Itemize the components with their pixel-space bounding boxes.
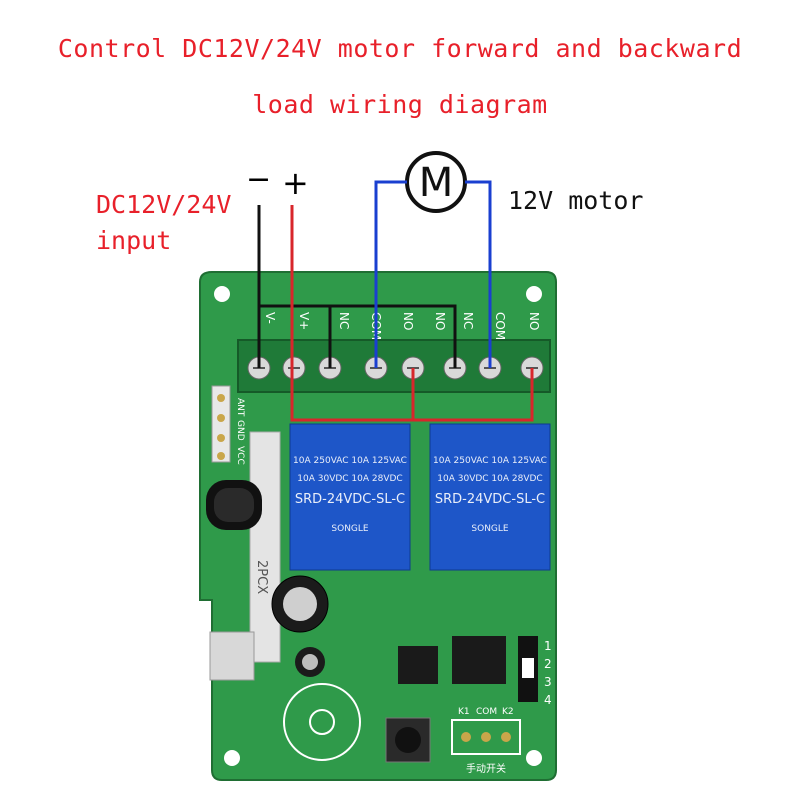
silkscreen-circle <box>283 683 361 761</box>
power-input-label: DC12V/24V <box>96 190 232 219</box>
relay-rating: 10A 30VDC 10A 28VDC <box>297 474 402 484</box>
jumper-number: 3 <box>544 675 552 689</box>
mount-hole <box>214 286 230 302</box>
terminal-label: NO <box>401 312 415 330</box>
terminal-block <box>237 339 551 393</box>
switch-label-k2: K2 <box>502 707 514 717</box>
header-label-gnd: GND <box>235 420 245 441</box>
relay-model: SRD-24VDC-SL-C <box>435 492 545 507</box>
terminal-label: NC <box>461 312 475 329</box>
jumper-number: 2 <box>544 657 552 671</box>
wire-black-bus <box>259 304 457 368</box>
power-input-label-2: input <box>96 226 172 255</box>
inductor <box>206 480 262 530</box>
wire-blue-right <box>465 180 492 368</box>
switch-label-k1: K1 <box>458 707 470 717</box>
relay-rating: 10A 250VAC 10A 125VAC <box>433 456 547 466</box>
board-mark: 2PCX <box>254 560 269 594</box>
relay-brand: SONGLE <box>331 524 369 534</box>
terminal-label: NC <box>337 312 351 329</box>
mount-hole <box>224 750 240 766</box>
mount-hole <box>526 750 542 766</box>
diagram-title-line1: Control DC12V/24V motor forward and back… <box>57 34 743 63</box>
negative-sign: − <box>246 162 272 197</box>
switch-caption: 手动开关 <box>466 762 506 775</box>
relay: 10A 250VAC 10A 125VAC 10A 30VDC 10A 28VDC… <box>429 423 551 571</box>
relay-rating: 10A 250VAC 10A 125VAC <box>293 456 407 466</box>
header-label-vcc: VCC <box>235 446 245 465</box>
manual-switch-connector: K1 COM K2 手动开关 <box>451 707 521 775</box>
wire-blue-left <box>374 180 407 368</box>
jumper-number: 1 <box>544 639 552 653</box>
motor-label: 12V motor <box>508 186 644 215</box>
mode-jumper: 1 2 3 4 <box>518 636 552 707</box>
receiver-module: 2PCX <box>209 431 281 681</box>
jumper-number: 4 <box>544 693 552 707</box>
capacitor <box>271 575 329 633</box>
antenna-header: ANT GND VCC <box>211 385 245 465</box>
positive-sign: + <box>282 164 309 202</box>
push-button <box>385 717 431 763</box>
switch-label-com: COM <box>476 707 497 717</box>
diagram-title-line2: load wiring diagram <box>252 90 548 119</box>
relay-rating: 10A 30VDC 10A 28VDC <box>437 474 542 484</box>
terminal-label: NO <box>433 312 447 330</box>
terminal-label: V+ <box>297 312 311 330</box>
relay-brand: SONGLE <box>471 524 509 534</box>
motor-symbol-letter: M <box>419 160 454 206</box>
terminal-label: V- <box>263 312 277 324</box>
header-label-ant: ANT <box>235 398 245 417</box>
capacitor <box>295 647 325 677</box>
wiring <box>257 180 534 422</box>
mount-hole <box>526 286 542 302</box>
ic-chip <box>398 646 438 684</box>
relay: 10A 250VAC 10A 125VAC 10A 30VDC 10A 28VDC… <box>289 423 411 571</box>
motor-symbol: M <box>405 151 467 213</box>
terminal-label: COM <box>493 312 507 340</box>
terminal-label: NO <box>527 312 541 330</box>
relay-model: SRD-24VDC-SL-C <box>295 492 405 507</box>
ic-chip <box>452 636 506 684</box>
